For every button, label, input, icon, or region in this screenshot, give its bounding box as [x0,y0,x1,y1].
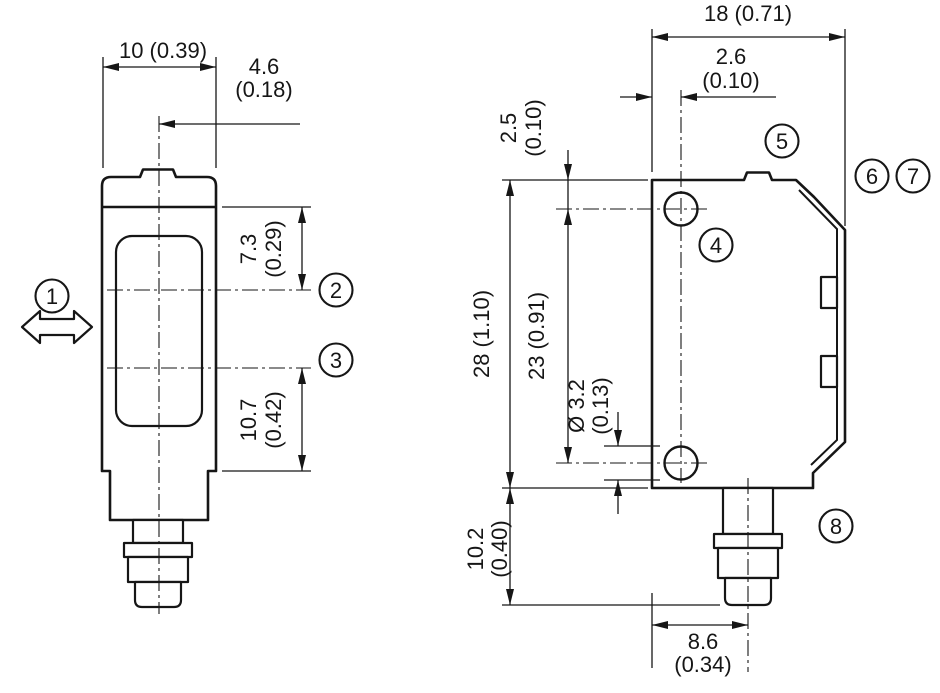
dim-conn-center-in: (0.34) [674,652,731,677]
arrowhead-right-icon [732,621,748,629]
front-connector-tip [133,580,183,609]
callout-2-number: 2 [330,278,342,303]
dim-hole-spacing-label: 23 (0.91) [524,292,549,380]
callout-7-number: 7 [907,164,919,189]
dim-hole-offset-in: (0.10) [702,68,759,93]
arrowhead-down-icon [614,430,622,446]
callout-8-number: 8 [830,514,842,539]
callout-6-number: 6 [866,164,878,189]
arrowhead-left-icon [159,120,175,128]
arrowhead-right-icon [200,63,216,71]
dim-connector-in: (0.40) [487,520,512,577]
sensing-direction-arrow-icon [20,309,94,345]
side-optics-window-top [819,275,839,310]
arrowhead-left-icon [652,33,668,41]
dim-hole-dia-mm: Ø 3.2 [564,379,589,433]
arrowhead-up-icon [506,180,514,196]
callout-7-circle [895,158,931,194]
dim-front-axis-bottom-in: (0.42) [261,391,286,448]
arrowhead-up-icon [298,368,306,384]
dim-front-axis-top-in: (0.29) [261,220,286,277]
arrowhead-left-icon [681,93,697,101]
front-connector-neck [131,518,185,545]
arrowhead-down-icon [298,455,306,471]
side-optics-window-bottom [819,354,839,389]
arrowhead-down-icon [564,447,572,463]
callout-6-circle [854,158,890,194]
front-view [100,116,311,614]
front-connector-hex [122,541,194,559]
dim-connector-mm: 10.2 [463,528,488,571]
callout-1-number: 1 [46,284,58,309]
front-view-callouts: 1 2 3 [20,272,354,378]
callout-4-circle [698,227,734,263]
side-front-cover-seam [798,189,838,466]
dim-front-axis-top-mm: 7.3 [236,234,261,265]
dim-front-width-label: 10 (0.39) [119,38,207,63]
arrowhead-left-icon [652,621,668,629]
arrowhead-right-icon [829,33,845,41]
arrowhead-down-icon [298,274,306,290]
callout-3-circle [318,342,354,378]
dim-hole-top-mm: 2.5 [496,113,521,144]
callout-2-circle [318,272,354,308]
arrowhead-up-icon [506,488,514,504]
callout-3-number: 3 [330,348,342,373]
dim-hole-top-in: (0.10) [521,99,546,156]
arrowhead-right-icon [636,93,652,101]
front-view-dimensions: 10 (0.39) 4.6 (0.18) 7.3 (0.29) 10.7 (0.… [102,38,311,472]
dim-height-label: 28 (1.10) [469,290,494,378]
front-connector-barrel [126,555,190,584]
arrowhead-left-icon [103,63,119,71]
side-view-dimensions: 18 (0.71) 2.6 (0.10) 2.5 (0.10) 28 (1.10… [463,1,846,677]
arrowhead-up-icon [298,207,306,223]
callout-5-number: 5 [776,129,788,154]
dim-front-offset-in: (0.18) [235,77,292,102]
dim-front-offset-mm: 4.6 [249,54,280,79]
callout-8-circle [818,508,854,544]
arrowhead-down-icon [506,472,514,488]
callout-4-number: 4 [710,233,722,258]
dim-hole-dia-in: (0.13) [588,377,613,434]
arrowhead-up-icon [614,480,622,496]
callout-5-circle [764,123,800,159]
callout-1-circle [34,278,70,314]
dim-conn-center-mm: 8.6 [688,629,719,654]
dim-hole-offset-mm: 2.6 [716,44,747,69]
arrowhead-up-icon [564,209,572,225]
arrowhead-down-icon [506,589,514,605]
arrowhead-down-icon [564,164,572,180]
side-view-callouts: 4 5 6 7 8 [698,123,931,544]
dim-front-axis-bottom-mm: 10.7 [236,399,261,442]
dim-side-width-label: 18 (0.71) [704,1,792,26]
